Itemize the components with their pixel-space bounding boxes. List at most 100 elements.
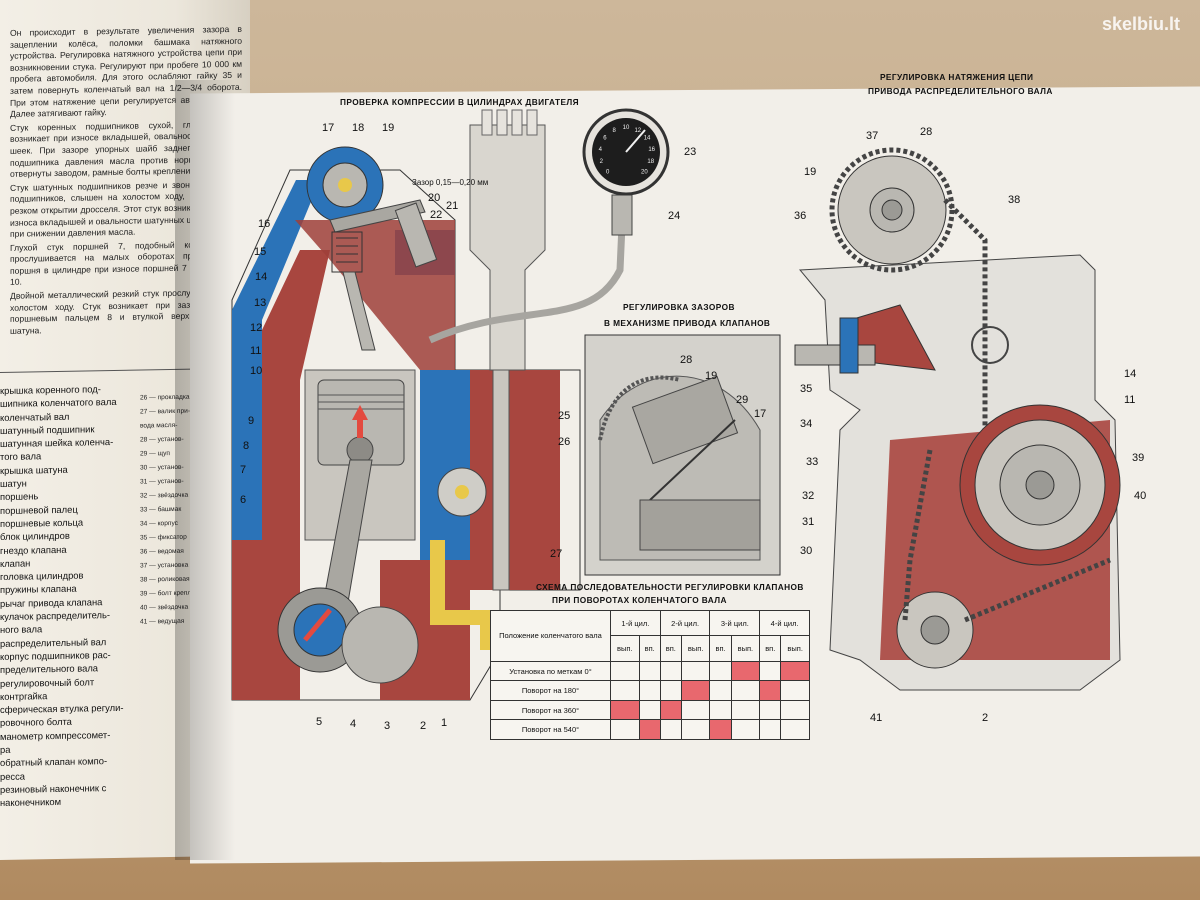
table-cell xyxy=(638,660,661,682)
table-cell xyxy=(709,699,732,721)
table-cell xyxy=(610,680,640,701)
table-row: Поворот на 180° xyxy=(490,680,810,701)
gauge-tick-label: 2 xyxy=(600,159,604,165)
valve xyxy=(342,271,376,351)
callout-29: 29 xyxy=(736,394,749,406)
callout-13: 13 xyxy=(254,297,267,309)
table-row: Поворот на 540° xyxy=(490,719,810,740)
callout-38: 38 xyxy=(1008,194,1021,206)
rocker-arms-inset xyxy=(639,499,761,551)
table-cell xyxy=(780,699,810,721)
table-cell-highlighted xyxy=(680,680,711,701)
callout-17-inset: 17 xyxy=(754,408,767,420)
gauge-tick-label: 14 xyxy=(644,136,651,142)
callout-19-inset: 19 xyxy=(705,370,718,382)
table-valve-header: вып. xyxy=(680,635,711,662)
table-header-cylinder: 4-й цил. xyxy=(759,609,810,637)
table-cell-highlighted xyxy=(659,699,682,721)
gauge-tick-label: 10 xyxy=(623,125,630,131)
table-cell xyxy=(659,719,682,740)
table-cell xyxy=(680,719,711,740)
piston-pin xyxy=(346,436,374,464)
chain-drive xyxy=(794,147,1121,691)
callout-11-chain: 11 xyxy=(1124,394,1136,406)
gaps-title-line2: В МЕХАНИЗМЕ ПРИВОДА КЛАПАНОВ xyxy=(604,318,771,328)
callout-5: 5 xyxy=(316,716,323,728)
scheme-title-line2: ПРИ ПОВОРОТАХ КОЛЕНЧАТОГО ВАЛА xyxy=(552,595,727,605)
block-casting-right xyxy=(470,370,560,590)
callout-20: 20 xyxy=(428,192,441,204)
callout-28: 28 xyxy=(680,354,693,366)
book-gutter-shadow xyxy=(175,80,235,860)
camshaft-center xyxy=(338,178,352,192)
table-cell xyxy=(759,699,782,721)
callout-2-chain: 2 xyxy=(982,712,989,724)
callout-14: 14 xyxy=(255,271,268,283)
table-cell xyxy=(709,680,732,701)
table-row-label: Поворот на 360° xyxy=(490,699,611,721)
table-header-position: Положение коленчатого вала xyxy=(490,610,611,662)
callout-27: 27 xyxy=(550,548,563,560)
table-valve-header: вып. xyxy=(730,635,761,662)
callout-35: 35 xyxy=(800,383,813,395)
callout-28-chain: 28 xyxy=(920,126,933,138)
timing-chain-bottom xyxy=(964,557,1111,623)
compression-title: ПРОВЕРКА КОМПРЕССИИ В ЦИЛИНДРАХ ДВИГАТЕЛ… xyxy=(340,97,579,107)
table-cell xyxy=(680,660,711,682)
callout-14-chain: 14 xyxy=(1124,368,1137,380)
table-cell xyxy=(759,719,782,740)
tester-hose xyxy=(428,224,626,344)
callout-19: 19 xyxy=(382,122,395,134)
callout-31: 31 xyxy=(802,516,815,528)
table-cell xyxy=(610,660,640,682)
callout-32: 32 xyxy=(802,490,815,502)
callout-30: 30 xyxy=(800,545,813,557)
table-valve-header: вп. xyxy=(759,635,782,662)
callout-11: 11 xyxy=(250,345,262,357)
table-cell xyxy=(680,699,711,721)
callout-1: 1 xyxy=(441,717,448,729)
gauge-needle xyxy=(625,129,646,153)
watermark: skelbiu.lt xyxy=(1101,14,1180,34)
callout-39: 39 xyxy=(1132,452,1145,464)
callout-25: 25 xyxy=(558,410,571,422)
table-cell-highlighted xyxy=(730,660,761,682)
callout-16: 16 xyxy=(258,218,271,230)
table-valve-row: вып.вп.вп.вып.вп.вып.вп.вып. xyxy=(491,635,810,662)
valve-sequence-table: Положение коленчатого вала 1-й цил. 2-й … xyxy=(490,609,810,740)
crank-counterweight xyxy=(341,606,419,684)
table-cell xyxy=(780,680,810,701)
table-header-cylinder: 1-й цил. xyxy=(610,609,661,637)
crank-marker xyxy=(303,608,332,642)
scheme-title-line1: СХЕМА ПОСЛЕДОВАТЕЛЬНОСТИ РЕГУЛИРОВКИ КЛА… xyxy=(536,582,804,592)
table-valve-header: вып. xyxy=(610,635,640,662)
table-cell xyxy=(638,699,661,721)
engine-cross-section xyxy=(231,109,633,701)
gap-label: Зазор 0,15—0,20 мм xyxy=(412,178,489,187)
spark-plug xyxy=(394,202,438,268)
feeler-gauge xyxy=(649,419,736,501)
table-cell-highlighted xyxy=(610,699,640,721)
table-cell-highlighted xyxy=(780,660,810,682)
timing-chain-right xyxy=(943,198,988,450)
gauge-tick-label: 18 xyxy=(647,159,654,165)
table-cell xyxy=(709,660,732,682)
crankcase-left xyxy=(232,540,300,700)
callout-22: 22 xyxy=(430,209,443,221)
gauge-tick-label: 6 xyxy=(603,136,607,142)
table-valve-header: вп. xyxy=(659,635,682,662)
table-valve-header: вып. xyxy=(780,635,810,662)
gaps-title-line1: РЕГУЛИРОВКА ЗАЗОРОВ xyxy=(623,302,735,312)
gauge-tick-label: 8 xyxy=(613,128,617,134)
distributor xyxy=(469,124,546,371)
distributor-shaft xyxy=(492,369,510,591)
table-cell xyxy=(730,699,761,721)
callout-3: 3 xyxy=(384,720,391,732)
timing-chain-inset xyxy=(598,375,681,441)
callout-15: 15 xyxy=(254,246,267,258)
table-header-cylinder: 3-й цил. xyxy=(709,609,761,637)
table-valve-header: вп. xyxy=(638,635,661,662)
callout-9: 9 xyxy=(248,415,255,427)
table-row: Поворот на 360° xyxy=(490,699,810,721)
